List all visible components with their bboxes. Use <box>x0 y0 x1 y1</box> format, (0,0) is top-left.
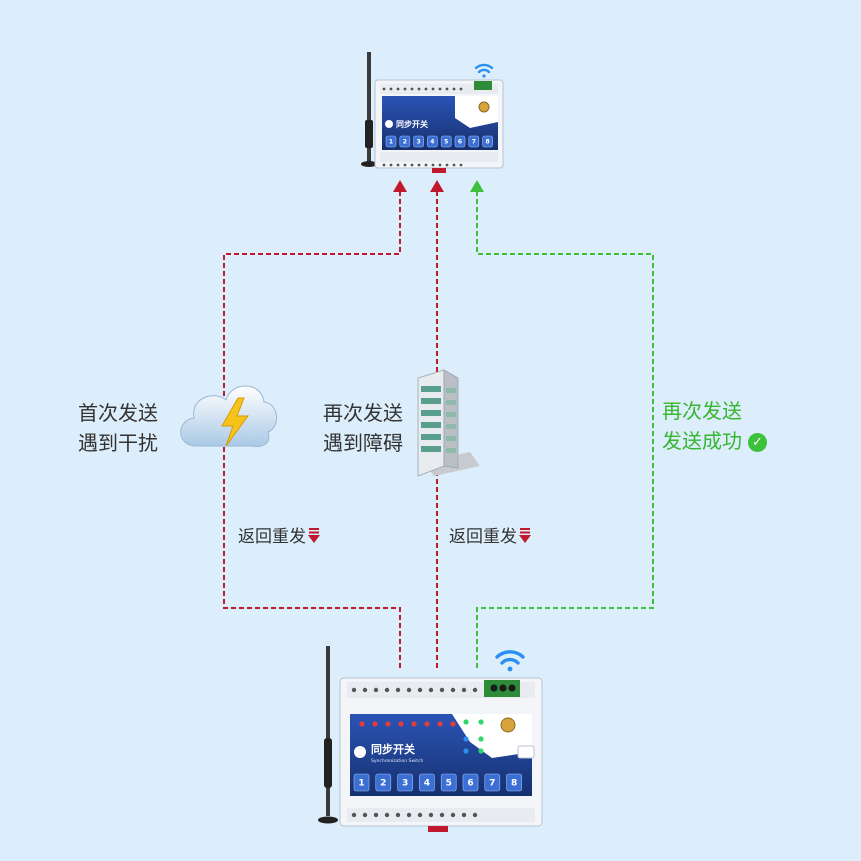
top-button-7 <box>468 135 480 148</box>
third-path-caption: 再次发送 发送成功 ✓ <box>662 396 767 456</box>
bottom-sub-label: Synchronization Switch <box>371 758 424 764</box>
top-button-label-8: 8 <box>486 139 490 146</box>
bottom-button-row: 1 2 3 4 5 6 7 8 <box>353 773 522 792</box>
top-brand-label: 同步开关 <box>396 119 428 129</box>
second-path-caption-line2: 遇到障碍 <box>323 431 403 455</box>
down-arrow-icon <box>308 528 320 543</box>
first-path-caption-line1: 首次发送 <box>78 401 158 425</box>
bottom-button-6 <box>462 773 479 792</box>
bottom-button-2 <box>375 773 392 792</box>
bottom-button-1 <box>353 773 370 792</box>
arrow-head-second <box>430 180 444 192</box>
arrow-head-third <box>470 180 484 192</box>
first-return-text: 返回重发 <box>238 527 306 547</box>
top-button-label-2: 2 <box>403 139 407 146</box>
check-circle-icon: ✓ <box>748 433 767 452</box>
top-device: 同步开关 1 2 3 4 5 6 7 8 <box>361 52 504 173</box>
top-button-8 <box>482 135 493 148</box>
second-return-text: 返回重发 <box>449 527 517 547</box>
bottom-button-label-8: 8 <box>511 779 517 789</box>
bottom-device: 同步开关 Synchronization Switch 1 2 3 4 5 6 7 8 <box>318 646 543 832</box>
building-icon <box>417 369 480 477</box>
bottom-button-label-5: 5 <box>446 779 452 789</box>
third-path-caption-line2-wrap: 发送成功 ✓ <box>662 426 767 456</box>
lightning-cloud-icon <box>180 385 277 447</box>
first-return-label: 返回重发 <box>238 526 320 548</box>
second-path-caption-line1: 再次发送 <box>323 401 403 425</box>
top-button-label-6: 6 <box>458 139 462 146</box>
top-button-label-1: 1 <box>389 139 393 146</box>
first-path-caption-line2: 遇到干扰 <box>78 431 158 455</box>
bottom-button-5 <box>440 773 457 792</box>
bottom-button-7 <box>484 773 501 792</box>
top-button-4 <box>427 135 438 148</box>
wifi-icon <box>474 63 494 78</box>
top-button-label-5: 5 <box>444 139 448 146</box>
bottom-button-label-3: 3 <box>402 779 408 789</box>
antenna-icon <box>318 646 338 824</box>
first-path-caption: 首次发送 遇到干扰 <box>78 398 158 458</box>
bottom-button-3 <box>397 773 413 792</box>
top-button-1 <box>385 135 397 148</box>
arrow-head-first <box>393 180 407 192</box>
top-button-row: 1 2 3 4 5 6 7 8 <box>385 135 493 148</box>
bottom-brand-label: 同步开关 <box>371 742 415 756</box>
bottom-button-label-4: 4 <box>424 779 430 789</box>
bottom-button-label-6: 6 <box>467 779 473 789</box>
antenna-icon <box>361 52 377 167</box>
top-button-label-4: 4 <box>430 139 434 146</box>
third-path-caption-line2: 发送成功 <box>662 429 742 453</box>
bottom-button-8 <box>506 773 522 792</box>
second-return-label: 返回重发 <box>449 526 531 548</box>
second-path-caption: 再次发送 遇到障碍 <box>323 398 403 458</box>
bottom-button-label-7: 7 <box>489 779 495 789</box>
top-button-label-3: 3 <box>417 139 421 146</box>
path-third-success <box>476 190 654 668</box>
bottom-button-4 <box>419 773 435 792</box>
bottom-button-label-1: 1 <box>358 779 364 789</box>
third-path-caption-line1: 再次发送 <box>662 399 742 423</box>
top-button-3 <box>413 135 424 148</box>
top-button-2 <box>399 135 411 148</box>
top-button-label-7: 7 <box>472 139 476 146</box>
wifi-icon <box>495 650 525 672</box>
bottom-button-label-2: 2 <box>380 779 386 789</box>
top-button-5 <box>440 135 452 148</box>
top-button-6 <box>454 135 466 148</box>
down-arrow-icon <box>519 528 531 543</box>
